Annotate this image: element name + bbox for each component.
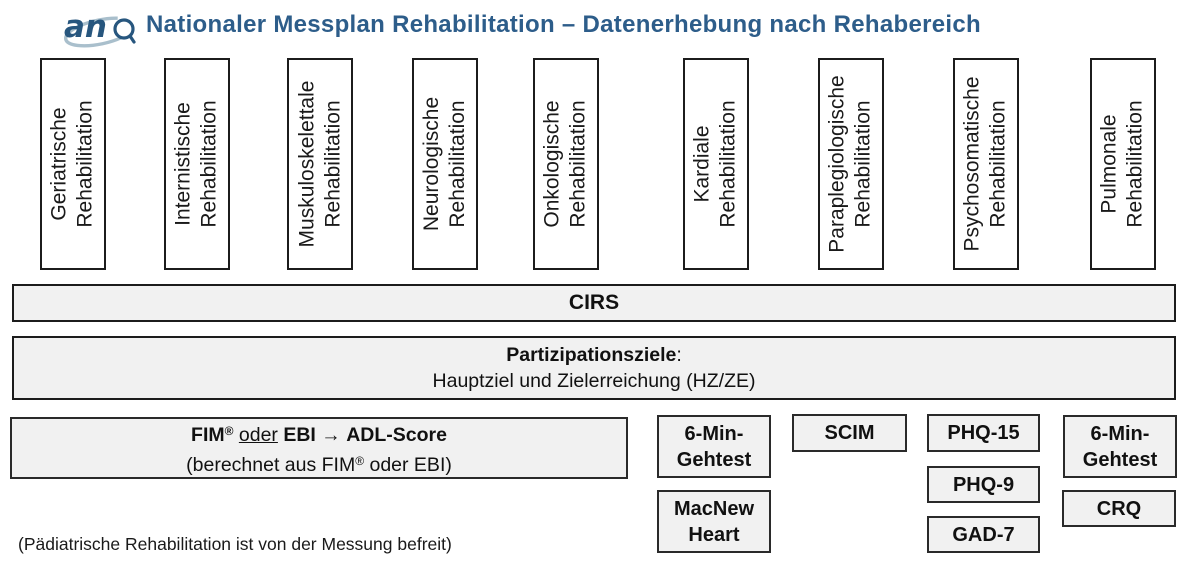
column-label: Kardiale Rehabilitation [691, 100, 741, 228]
fim-line2-post: oder EBI) [364, 454, 452, 476]
column-label: Paraplegiologische Rehabilitation [826, 75, 875, 253]
paediatrie-exemption-note: (Pädiatrische Rehabilitation ist von der… [18, 534, 452, 554]
column-internistische: Internistische Rehabilitation [164, 58, 230, 270]
registered-mark-icon: ® [355, 454, 365, 468]
column-pulmonale: Pulmonale Rehabilitation [1090, 58, 1156, 270]
fim-label: FIM [191, 424, 225, 446]
box-phq-15: PHQ-15 [927, 414, 1040, 452]
page-title: Nationaler Messplan Rehabilitation – Dat… [146, 11, 981, 38]
logo-letters: an [64, 9, 107, 45]
fim-line2-pre: (berechnet aus FIM [186, 454, 356, 476]
column-label: Neurologische Rehabilitation [420, 96, 469, 232]
registered-mark-icon: ® [224, 424, 234, 438]
arrow-right-icon: → [321, 424, 341, 446]
cirs-label: CIRS [568, 291, 620, 314]
adl-score-label: ADL-Score [346, 424, 447, 446]
column-neurologische: Neurologische Rehabilitation [412, 58, 478, 270]
column-label: Geriatrische Rehabilitation [48, 100, 98, 228]
partizipationsziele-bar: Partizipationsziele: Hauptziel und Ziele… [12, 336, 1176, 400]
column-muskuloskelettale: Muskuloskelettale Rehabilitation [287, 58, 353, 270]
column-paraplegiologische: Paraplegiologische Rehabilitation [818, 58, 884, 270]
box-phq-9: PHQ-9 [927, 466, 1040, 503]
column-onkologische: Onkologische Rehabilitation [533, 58, 599, 270]
column-psychosomatische: Psychosomatische Rehabilitation [953, 58, 1019, 270]
ebi-label: EBI [283, 424, 316, 446]
box-scim: SCIM [792, 414, 907, 452]
box-macnew-heart: MacNew Heart [657, 490, 771, 553]
column-kardiale: Kardiale Rehabilitation [683, 58, 749, 270]
column-label: Internistische Rehabilitation [172, 100, 222, 228]
box-6-min-gehtest-pulmonale: 6-Min- Gehtest [1063, 415, 1177, 478]
fim-ebi-adl-box: FIM® oder EBI → ADL-Score (berechnet aus… [10, 417, 628, 479]
fim-line1: FIM® oder EBI → ADL-Score [191, 418, 447, 448]
column-label: Onkologische Rehabilitation [541, 100, 591, 228]
box-gad-7: GAD-7 [927, 516, 1040, 553]
partizipationsziele-line1: Partizipationsziele: [506, 342, 682, 368]
column-label: Pulmonale Rehabilitation [1098, 100, 1148, 228]
box-6-min-gehtest-kardiale: 6-Min- Gehtest [657, 415, 771, 478]
box-crq: CRQ [1062, 490, 1176, 527]
column-label: Muskuloskelettale Rehabilitation [295, 80, 345, 248]
column-label: Psychosomatische Rehabilitation [961, 76, 1011, 252]
oder-label: oder [238, 424, 278, 446]
column-geriatrische: Geriatrische Rehabilitation [40, 58, 106, 270]
partizipationsziele-label: Partizipationsziele [506, 344, 677, 366]
partizipationsziele-line2: Hauptziel und Zielerreichung (HZ/ZE) [432, 370, 756, 392]
fim-line2: (berechnet aus FIM® oder EBI) [186, 448, 452, 478]
cirs-bar: CIRS [12, 284, 1176, 322]
partizipationsziele-colon: : [676, 344, 682, 366]
anq-logo-icon: an [63, 9, 137, 48]
